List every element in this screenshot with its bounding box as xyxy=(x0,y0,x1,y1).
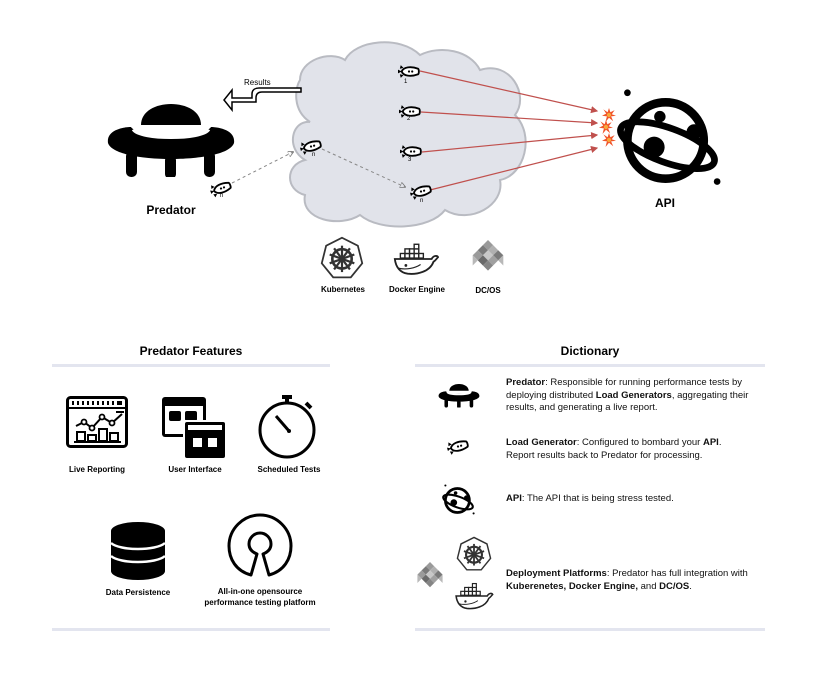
dcos-icon xyxy=(416,560,444,592)
kubernetes-icon xyxy=(320,236,364,280)
deploy-line-2 xyxy=(321,148,405,187)
dictionary-entry-deployment-platforms: Deployment Platforms: Predator has full … xyxy=(506,568,776,593)
feature-label: All-in-one opensource performance testin… xyxy=(200,586,320,608)
user-interface-icon xyxy=(162,397,227,460)
dictionary-entry-api: API: The API that is being stress tested… xyxy=(506,493,776,506)
load-generator-label: 2 xyxy=(407,116,411,122)
platform-label: DC/OS xyxy=(475,286,501,295)
dictionary-line: Predator: Responsible for running perfor… xyxy=(506,377,776,390)
attack-line-2 xyxy=(420,111,599,127)
dictionary-text: Configured to bombard your xyxy=(582,437,703,448)
load-generator-rocket-icon xyxy=(398,65,420,78)
features-title: Predator Features xyxy=(139,344,243,358)
predator-label: Predator xyxy=(146,203,196,217)
load-generator-rocket-icon xyxy=(446,437,471,455)
dictionary-text: The API that is being stress tested. xyxy=(526,493,674,504)
dictionary-title: Dictionary xyxy=(560,344,620,358)
dictionary-term: Deployment Platforms xyxy=(506,568,607,579)
attack-line-3 xyxy=(421,131,599,153)
transit-rocket-label: n xyxy=(312,152,316,158)
dictionary-bold: Kuberenetes, Docker Engine, xyxy=(506,580,638,592)
dictionary-text: deploying distributed xyxy=(506,389,596,401)
dictionary-text: . xyxy=(718,437,722,448)
dictionary-term: Load Generator xyxy=(506,437,577,448)
dictionary-line: Kuberenetes, Docker Engine, and DC/OS. xyxy=(506,581,776,594)
database-icon xyxy=(110,522,166,580)
dictionary-bold: DC/OS xyxy=(659,580,690,592)
dictionary-text: , aggregating their xyxy=(671,389,749,401)
docker-icon xyxy=(393,242,439,276)
api-planet-icon xyxy=(440,484,476,517)
deploy-line-1 xyxy=(231,152,293,184)
separator: : xyxy=(545,377,551,388)
separator: : xyxy=(521,493,527,504)
attack-line-n xyxy=(429,145,599,191)
features-divider-top xyxy=(52,364,330,367)
dictionary-text: and xyxy=(637,580,660,592)
load-generator-label: 3 xyxy=(408,157,412,163)
live-reporting-icon xyxy=(66,396,128,448)
feature-label: Scheduled Tests xyxy=(257,465,321,474)
feature-label: Live Reporting xyxy=(68,465,125,474)
separator: : xyxy=(576,437,583,448)
dictionary-entry-load-generator: Load Generator: Configured to bombard yo… xyxy=(506,437,776,462)
dictionary-line: Report results back to Predator for proc… xyxy=(506,450,776,463)
feature-label-line: All-in-one opensource xyxy=(217,587,303,596)
dictionary-text: Predator has full integration with xyxy=(612,568,748,579)
platform-label: Kubernetes xyxy=(320,285,365,294)
dcos-icon xyxy=(471,238,505,276)
load-generator-label: 1 xyxy=(404,79,408,85)
dictionary-line: Load Generator: Configured to bombard yo… xyxy=(506,437,776,450)
dictionary-text: results, and generating a live report. xyxy=(506,402,658,413)
dictionary-line: Deployment Platforms: Predator has full … xyxy=(506,568,776,581)
feature-label-line: performance testing platform xyxy=(204,598,316,607)
feature-label: Data Persistence xyxy=(105,588,171,597)
predator-ufo-icon xyxy=(106,87,236,177)
dictionary-bold: API xyxy=(702,437,719,448)
predator-ufo-icon xyxy=(438,378,480,408)
dictionary-divider-top xyxy=(415,364,765,367)
attack-line-1 xyxy=(419,70,599,114)
dictionary-text: Responsible for running performance test… xyxy=(550,377,743,388)
kubernetes-icon xyxy=(456,536,492,572)
load-generator-label: n xyxy=(420,198,424,204)
stopwatch-icon xyxy=(258,395,316,459)
dictionary-line: results, and generating a live report. xyxy=(506,402,776,415)
dictionary-divider-bottom xyxy=(415,628,765,631)
dictionary-text: Report results back to Predator for proc… xyxy=(506,449,703,461)
dictionary-term: Predator xyxy=(506,377,546,388)
dictionary-line: deploying distributed Load Generators, a… xyxy=(506,390,776,403)
docker-icon xyxy=(454,582,494,610)
dictionary-line: API: The API that is being stress tested… xyxy=(506,493,776,506)
feature-label: User Interface xyxy=(168,465,222,474)
api-label: API xyxy=(654,196,675,210)
api-planet-icon xyxy=(610,88,725,193)
dictionary-text: . xyxy=(689,580,692,592)
dictionary-term: API xyxy=(506,493,522,504)
attack-lines xyxy=(223,70,599,191)
separator: : xyxy=(606,568,613,579)
results-label: Results xyxy=(244,78,271,87)
dictionary-bold: Load Generators xyxy=(595,389,672,401)
opensource-icon xyxy=(227,513,293,577)
platform-label: Docker Engine xyxy=(388,285,445,294)
features-divider-bottom xyxy=(52,628,330,631)
transit-rocket-label: n xyxy=(220,193,224,199)
dictionary-entry-predator: Predator: Responsible for running perfor… xyxy=(506,377,776,415)
